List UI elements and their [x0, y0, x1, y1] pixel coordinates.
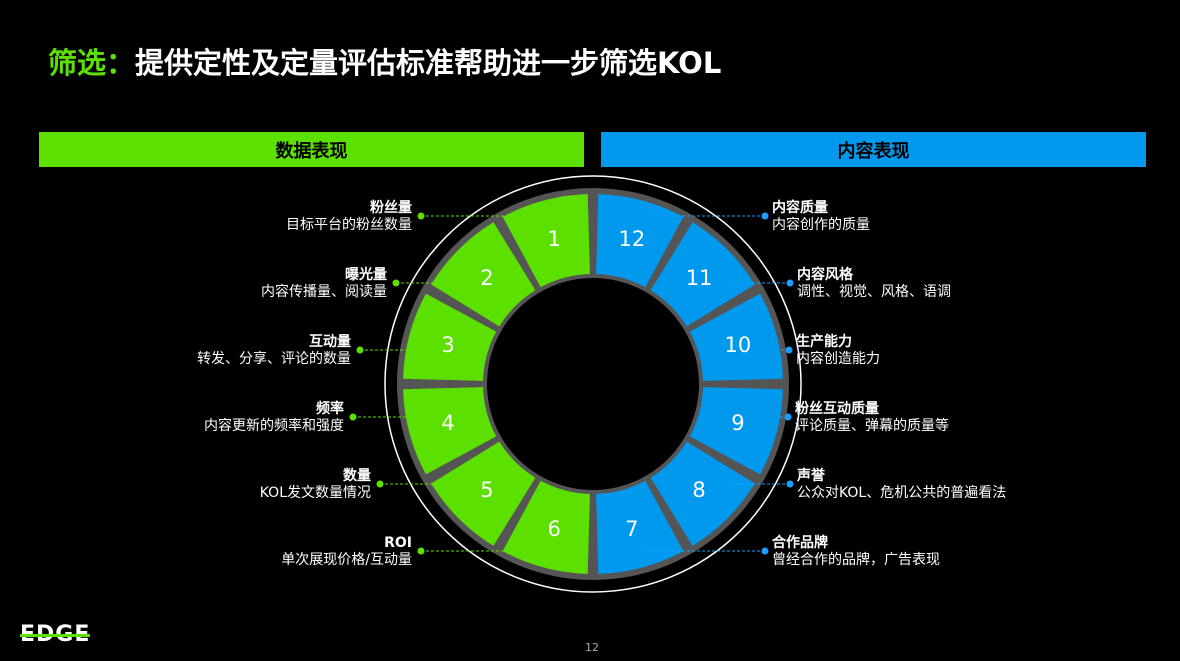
ring-segment-6	[502, 480, 590, 574]
ring-segment-10	[689, 293, 783, 381]
segment-label-12: 内容质量内容创作的质量	[772, 200, 870, 234]
connector-dot-11	[786, 279, 794, 287]
segment-desc-3: 转发、分享、评论的数量	[197, 351, 351, 367]
segment-desc-9: 评论质量、弹幕的质量等	[795, 418, 949, 434]
logo-strike	[20, 634, 91, 637]
segment-title-4: 频率	[316, 401, 344, 417]
segment-label-3: 互动量转发、分享、评论的数量	[197, 334, 351, 368]
segment-title-12: 内容质量	[772, 200, 828, 216]
segment-label-7: 合作品牌曾经合作的品牌，广告表现	[772, 535, 940, 569]
segment-number-9: 9	[731, 411, 744, 435]
title-text: 提供定性及定量评估标准帮助进一步筛选KOL	[135, 46, 722, 80]
segment-number-2: 2	[480, 266, 493, 290]
segment-desc-2: 内容传播量、阅读量	[261, 284, 387, 300]
segment-desc-11: 调性、视觉、风格、语调	[797, 284, 951, 300]
segment-label-10: 生产能力内容创造能力	[796, 334, 880, 368]
segment-number-3: 3	[441, 333, 454, 357]
connector-dot-7	[761, 547, 769, 555]
segment-desc-4: 内容更新的频率和强度	[204, 418, 344, 434]
connector-dot-6	[417, 547, 425, 555]
segment-label-1: 粉丝量目标平台的粉丝数量	[286, 200, 412, 234]
segment-title-5: 数量	[343, 468, 371, 484]
segment-desc-8: 公众对KOL、危机公共的普遍看法	[797, 485, 1007, 501]
header-data-performance: 数据表现	[39, 132, 584, 167]
page-number: 12	[585, 641, 599, 654]
outer-thin-ring	[384, 175, 802, 593]
segment-title-10: 生产能力	[796, 334, 852, 350]
segment-number-4: 4	[441, 411, 454, 435]
ring-segment-8	[650, 441, 755, 546]
segment-desc-5: KOL发文数量情况	[259, 485, 371, 501]
ring-segment-5	[431, 441, 536, 546]
segment-number-10: 10	[725, 333, 752, 357]
connector-dot-2	[392, 279, 400, 287]
ring-segment-2	[431, 222, 536, 327]
segment-label-11: 内容风格调性、视觉、风格、语调	[797, 267, 951, 301]
connector-dot-1	[417, 212, 425, 220]
header-left-label: 数据表现	[275, 140, 348, 162]
connector-dot-12	[761, 212, 769, 220]
connector-dot-4	[349, 413, 357, 421]
segment-title-6: ROI	[384, 535, 412, 551]
segment-title-9: 粉丝互动质量	[795, 401, 879, 417]
ring-segment-12	[596, 194, 684, 288]
segment-number-5: 5	[480, 478, 493, 502]
segment-title-8: 声誉	[797, 468, 825, 484]
segment-label-8: 声誉公众对KOL、危机公共的普遍看法	[797, 468, 1006, 502]
ring-segment-4	[403, 387, 497, 475]
segment-title-1: 粉丝量	[370, 200, 412, 216]
ring-hole	[487, 278, 699, 490]
ring-segment-1	[502, 194, 590, 288]
segment-title-7: 合作品牌	[772, 535, 828, 551]
segment-title-11: 内容风格	[797, 267, 853, 283]
ring-segment-7	[596, 480, 684, 574]
ring-segment-11	[650, 222, 755, 327]
connector-dot-5	[376, 480, 384, 488]
segment-desc-6: 单次展现价格/互动量	[281, 552, 412, 568]
segment-number-8: 8	[692, 478, 705, 502]
segment-number-7: 7	[625, 517, 638, 541]
segment-label-4: 频率内容更新的频率和强度	[204, 401, 344, 435]
segment-number-11: 11	[686, 266, 713, 290]
header-right-label: 内容表现	[837, 140, 910, 162]
segment-title-2: 曝光量	[345, 267, 387, 283]
connector-dot-9	[784, 413, 792, 421]
segment-label-2: 曝光量内容传播量、阅读量	[261, 267, 387, 301]
segment-desc-1: 目标平台的粉丝数量	[286, 217, 412, 233]
title-accent: 筛选：	[48, 46, 136, 80]
ring-segment-3	[403, 293, 497, 381]
segment-number-1: 1	[547, 227, 560, 251]
edge-logo: EDGE	[20, 622, 91, 647]
connector-dot-8	[786, 480, 794, 488]
connector-dot-10	[785, 346, 793, 354]
ring-segment-9	[689, 387, 783, 475]
page-title: 筛选：提供定性及定量评估标准帮助进一步筛选KOL	[48, 40, 721, 82]
segment-desc-10: 内容创造能力	[796, 351, 880, 367]
segment-desc-12: 内容创作的质量	[772, 217, 870, 233]
header-content-performance: 内容表现	[601, 132, 1146, 167]
segment-desc-7: 曾经合作的品牌，广告表现	[772, 552, 940, 568]
segment-label-9: 粉丝互动质量评论质量、弹幕的质量等	[795, 401, 949, 435]
segment-title-3: 互动量	[309, 334, 351, 350]
segment-number-6: 6	[547, 517, 560, 541]
connector-dot-3	[356, 346, 364, 354]
segment-number-12: 12	[618, 227, 645, 251]
